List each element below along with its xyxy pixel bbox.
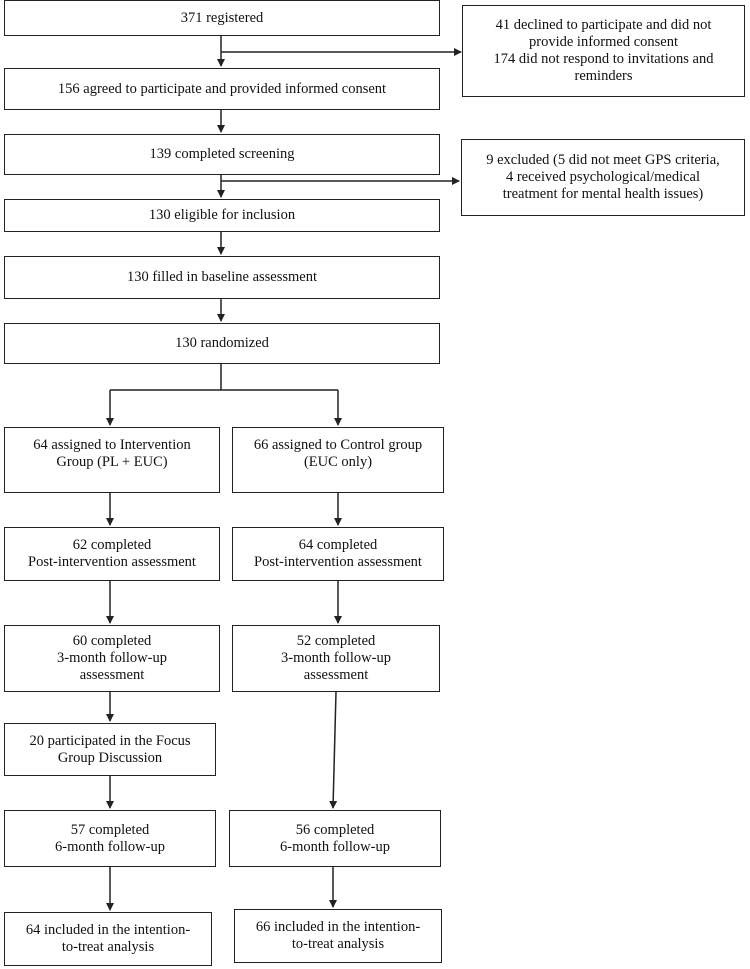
box-text-line: to-treat analysis [291, 936, 385, 952]
baseline-box: 130 filled in baseline assessment [4, 256, 440, 299]
box-text-line: 64 assigned to Intervention [33, 437, 191, 453]
box-text-line: 57 completed [70, 821, 150, 838]
box-text-line: 3-month follow-up [281, 650, 391, 666]
box-text-line: Group Discussion [57, 749, 163, 766]
box-text-line: to-treat analysis [61, 939, 155, 955]
box-text-line: 371 registered [180, 9, 264, 26]
box-text-line: assessment [79, 667, 145, 683]
randomized-box: 130 randomized [4, 323, 440, 364]
box-text-line: treatment for mental health issues) [502, 186, 704, 202]
excluded-box: 9 excluded (5 did not meet GPS criteria,… [461, 139, 745, 216]
box-text-line: reminders [574, 68, 633, 84]
box-text-line: Post-intervention assessment [254, 554, 422, 570]
box-text-line: Post-intervention assessment [28, 554, 196, 570]
box-text-line: 6-month follow-up [280, 838, 390, 855]
box-text-line: 41 declined to participate and did not [495, 17, 712, 33]
box-text-line: 9 excluded (5 did not meet GPS criteria, [486, 152, 720, 168]
registered-box: 371 registered [4, 0, 440, 36]
box-text-line: 6-month follow-up [55, 838, 165, 855]
box-text-line: 56 completed [295, 821, 375, 838]
box-text-line: provide informed consent [529, 34, 678, 50]
arrow-ctl-fu3-to-fu6 [329, 691, 338, 809]
intervention-itt-box: 64 included in the intention-to-treat an… [4, 912, 212, 966]
box-text-line: 20 participated in the Focus [29, 732, 191, 749]
eligible-box: 130 eligible for inclusion [4, 199, 440, 232]
box-text-line: 60 completed [72, 633, 152, 649]
screening-box: 139 completed screening [4, 134, 440, 175]
box-text-line: 139 completed screening [149, 146, 295, 162]
box-text-line: 64 included in the intention- [25, 922, 191, 938]
box-text-line: 4 received psychological/medical [505, 169, 701, 185]
box-text-line: 66 included in the intention- [255, 919, 421, 935]
box-text-line: 52 completed [296, 633, 376, 649]
box-text-line: 66 assigned to Control group [253, 437, 423, 453]
box-text-line: 130 eligible for inclusion [148, 207, 296, 223]
box-text-line: 156 agreed to participate and provided i… [57, 80, 387, 97]
box-text-line: 130 randomized [175, 335, 269, 351]
box-text-line: Group (PL + EUC) [56, 454, 168, 470]
box-text-line: 174 did not respond to invitations and [493, 51, 714, 67]
agreed-box: 156 agreed to participate and provided i… [4, 68, 440, 110]
box-text-line: 62 completed [72, 537, 152, 553]
box-text-line: assessment [303, 667, 369, 683]
box-text-line: 64 completed [298, 537, 378, 553]
box-text-line: 130 filled in baseline assessment [126, 269, 318, 285]
box-text-line: (EUC only) [303, 454, 373, 470]
control-assigned-box: 66 assigned to Control group(EUC only) [232, 427, 444, 493]
control-itt-box: 66 included in the intention-to-treat an… [234, 909, 442, 963]
box-text-line: 3-month follow-up [57, 650, 167, 666]
